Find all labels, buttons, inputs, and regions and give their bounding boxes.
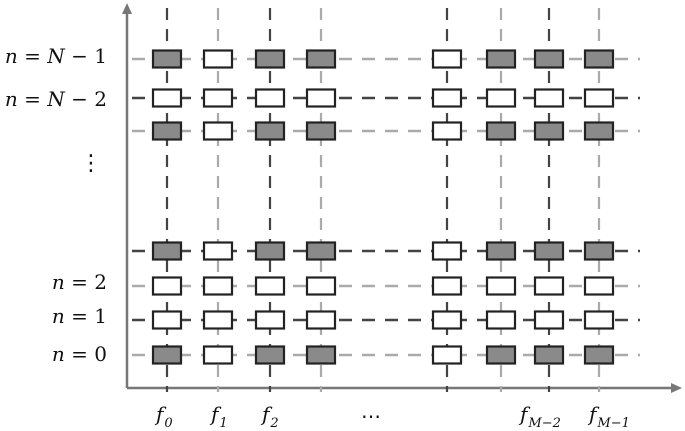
- grid-cell-empty: [485, 276, 517, 296]
- grid-cell-filled: [533, 241, 565, 261]
- grid-cell-empty: [533, 88, 565, 108]
- grid-cell-filled: [485, 121, 517, 141]
- grid-cell-filled: [305, 121, 337, 141]
- grid-cell-empty: [151, 310, 183, 330]
- grid-cell-empty: [583, 310, 615, 330]
- grid-cell-filled: [151, 241, 183, 261]
- grid-cell-empty: [431, 121, 463, 141]
- grid-cell-empty: [202, 88, 234, 108]
- grid-cell-empty: [583, 88, 615, 108]
- grid-cell-empty: [431, 345, 463, 365]
- grid-cell-empty: [431, 276, 463, 296]
- grid-cell-filled: [151, 49, 183, 69]
- row-label-n-0: n = 0: [51, 342, 107, 366]
- grid-cell-empty: [431, 49, 463, 69]
- grid-cell-filled: [583, 49, 615, 69]
- grid-cell-filled: [533, 121, 565, 141]
- grid-cell-filled: [305, 241, 337, 261]
- grid-cell-filled: [485, 49, 517, 69]
- grid-cell-filled: [305, 345, 337, 365]
- grid-cell-empty: [533, 276, 565, 296]
- grid-cell-empty: [305, 310, 337, 330]
- grid-cell-empty: [202, 310, 234, 330]
- grid-cell-filled: [485, 241, 517, 261]
- grid-cell-empty: [305, 276, 337, 296]
- grid-cell-empty: [485, 88, 517, 108]
- x-axis-arrowhead: [671, 383, 682, 393]
- grid-cell-empty: [485, 310, 517, 330]
- grid-cell-empty: [583, 276, 615, 296]
- col-label-ellipsis: ⋯: [361, 404, 381, 428]
- col-label-f1: f1: [211, 402, 228, 431]
- grid-cell-empty: [202, 241, 234, 261]
- grid-cell-empty: [533, 310, 565, 330]
- grid-cell-filled: [583, 121, 615, 141]
- grid-cell-empty: [202, 276, 234, 296]
- grid-cell-empty: [254, 88, 286, 108]
- grid-cell-empty: [254, 310, 286, 330]
- grid-cells: [151, 49, 615, 365]
- grid-cell-empty: [202, 49, 234, 69]
- col-label-fM-2: fM−2: [520, 402, 561, 431]
- grid-cell-filled: [254, 121, 286, 141]
- grid-cell-empty: [202, 345, 234, 365]
- grid-cell-filled: [151, 121, 183, 141]
- grid-cell-empty: [202, 121, 234, 141]
- grid-cell-filled: [583, 345, 615, 365]
- grid-cell-filled: [151, 345, 183, 365]
- y-axis-arrowhead: [122, 3, 132, 14]
- col-label-fM-1: fM−1: [589, 402, 630, 431]
- grid-cell-filled: [305, 49, 337, 69]
- row-ellipsis: ⋮: [80, 151, 102, 176]
- grid-cell-filled: [254, 241, 286, 261]
- grid-cell-filled: [583, 241, 615, 261]
- grid-cell-empty: [431, 241, 463, 261]
- grid-cell-empty: [305, 88, 337, 108]
- grid-cell-empty: [254, 276, 286, 296]
- col-label-f0: f0: [156, 402, 173, 431]
- row-label-n-1: n = 1: [51, 304, 107, 328]
- col-label-f2: f2: [262, 402, 279, 431]
- grid-cell-empty: [431, 88, 463, 108]
- grid-cell-filled: [254, 345, 286, 365]
- grid-cell-filled: [533, 49, 565, 69]
- row-label-n-2: n = 2: [51, 270, 107, 294]
- grid-cell-filled: [533, 345, 565, 365]
- row-label-n-N-1: n = N − 1: [4, 44, 107, 68]
- grid-cell-empty: [431, 310, 463, 330]
- grid-cell-filled: [485, 345, 517, 365]
- grid-cell-empty: [151, 88, 183, 108]
- grid-cell-filled: [254, 49, 286, 69]
- row-label-n-N-2: n = N − 2: [4, 87, 107, 111]
- grid-cell-empty: [151, 276, 183, 296]
